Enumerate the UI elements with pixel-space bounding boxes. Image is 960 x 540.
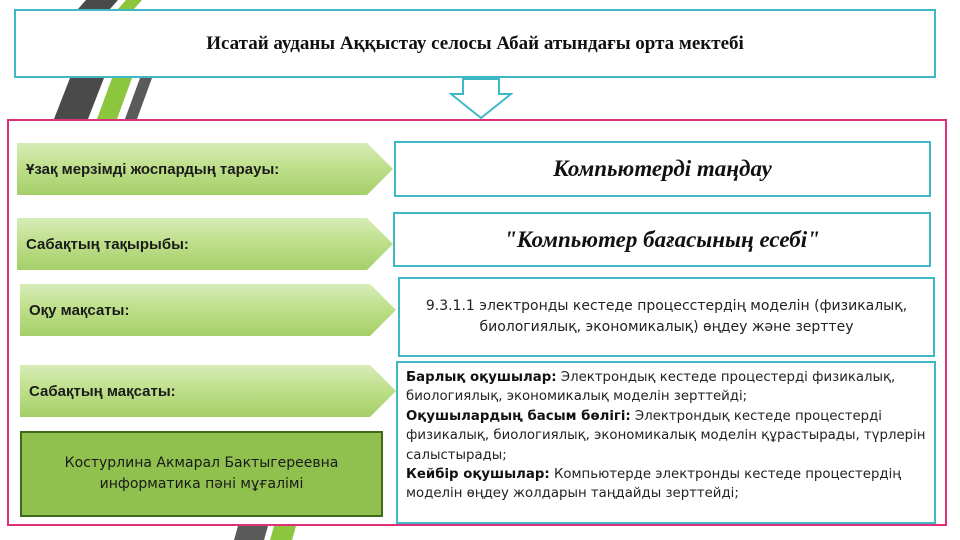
value-long-term-plan-text: Компьютерді таңдау <box>553 156 772 181</box>
down-arrow-icon <box>449 78 513 120</box>
goal-all-students-lead: Барлық оқушылар: <box>406 370 557 385</box>
school-title-box: Исатай ауданы Аққыстау селосы Абай атынд… <box>14 9 936 78</box>
label-lesson-goal: Сабақтың мақсаты: <box>20 365 396 417</box>
label-learning-objective-text: Оқу мақсаты: <box>29 301 130 319</box>
value-learning-objective-text: 9.3.1.1 электронды кестеде процесстердің… <box>425 298 908 335</box>
goal-all-students-text: Электрондық кестеде процестерді физикалы… <box>406 370 896 405</box>
teacher-name: Костурлина Акмарал Бактыгереевна <box>64 455 339 471</box>
goal-some-students: Кейбір оқушылар: Компьютерде электронды … <box>406 465 926 504</box>
goal-some-students-text: Компьютерде электронды кестеде процестер… <box>406 467 902 502</box>
value-long-term-plan: Компьютерді таңдау <box>394 141 931 197</box>
label-lesson-goal-text: Сабақтың мақсаты: <box>29 382 176 400</box>
value-learning-objective: 9.3.1.1 электронды кестеде процесстердің… <box>398 277 935 357</box>
label-lesson-topic: Сабақтың тақырыбы: <box>17 218 393 270</box>
goal-most-students-lead: Оқушылардың басым бөлігі: <box>406 408 631 424</box>
value-lesson-topic: "Компьютер бағасының есебі" <box>393 212 931 267</box>
label-learning-objective: Оқу мақсаты: <box>20 284 396 336</box>
teacher-card: Костурлина Акмарал Бактыгереевна информа… <box>20 431 383 517</box>
value-lesson-topic-text: "Компьютер бағасының есебі" <box>504 226 820 252</box>
lesson-goals-box: Барлық оқушылар: Электрондық кестеде про… <box>396 361 936 524</box>
label-long-term-plan: Ұзақ мерзімді жоспардың тарауы: <box>17 143 393 195</box>
goal-most-students-text: Электрондық кестеде процестерді физикалы… <box>406 408 926 463</box>
goal-all-students: Барлық оқушылар: Электрондық кестеде про… <box>406 368 926 407</box>
goal-most-students: Оқушылардың басым бөлігі: Электрондық ке… <box>406 407 926 465</box>
goal-some-students-lead: Кейбір оқушылар: <box>406 467 550 483</box>
school-title: Исатай ауданы Аққыстау селосы Абай атынд… <box>206 32 744 54</box>
teacher-role: информатика пәні мұғалімі <box>99 476 304 492</box>
label-long-term-plan-text: Ұзақ мерзімді жоспардың тарауы: <box>26 160 280 178</box>
label-lesson-topic-text: Сабақтың тақырыбы: <box>26 235 189 253</box>
